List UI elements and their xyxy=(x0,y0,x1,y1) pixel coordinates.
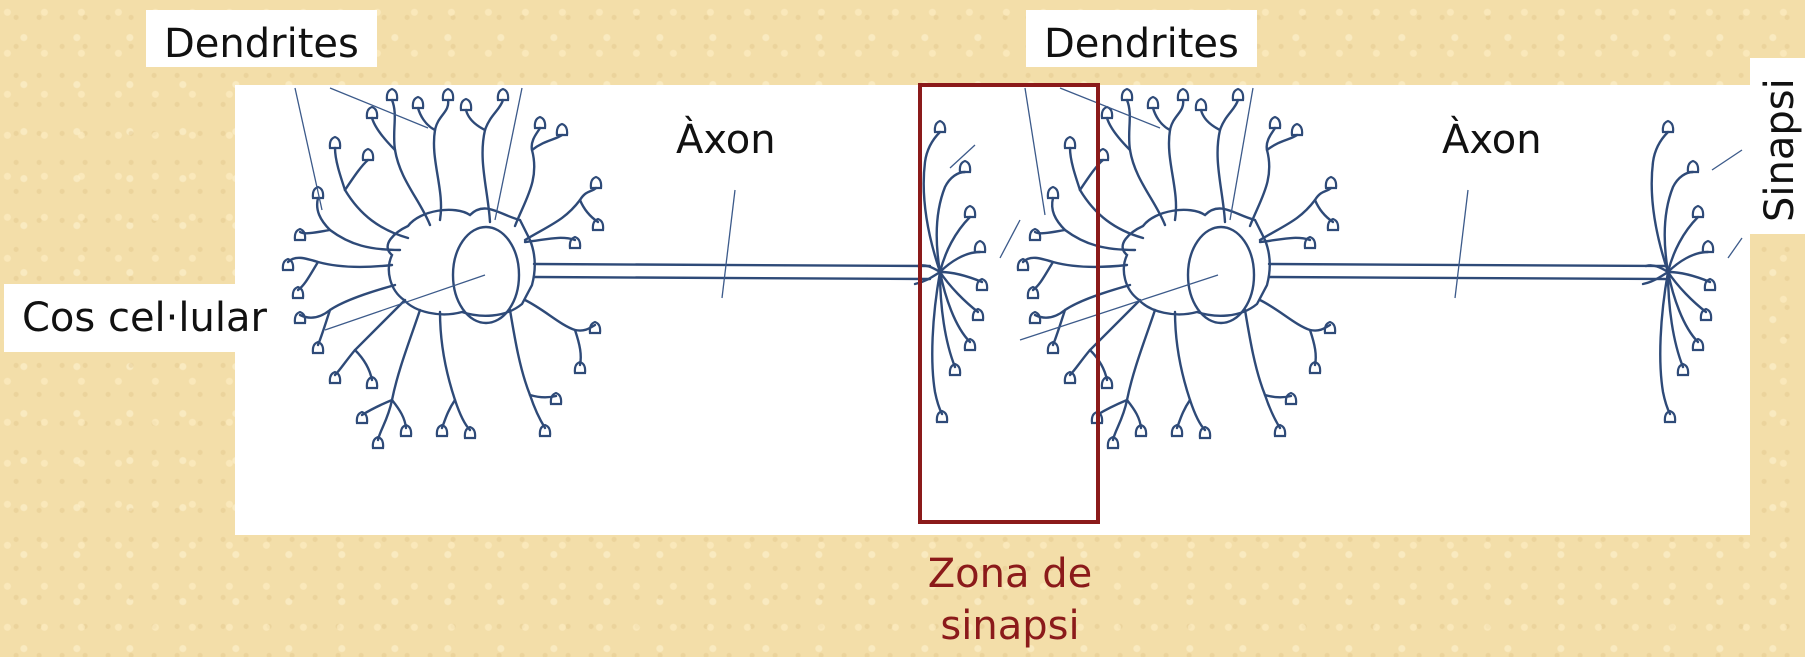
cell-body-label: Cos cel·lular xyxy=(4,284,285,352)
axon-terminal-right xyxy=(1643,121,1715,422)
axon-label-right: Àxon xyxy=(1442,117,1542,163)
dendrites-label-left: Dendrites xyxy=(146,10,377,67)
synapse-zone-label-line1: Zona de xyxy=(927,551,1093,597)
neuron-left xyxy=(283,89,930,448)
leader-lines xyxy=(294,87,1743,341)
neuron-right xyxy=(1018,89,1665,448)
axon-label-left: Àxon xyxy=(676,117,776,163)
synapse-zone-label: Zona de sinapsi xyxy=(900,548,1120,652)
synapse-label: Sinapsi xyxy=(1750,58,1805,234)
neuron-panel-left xyxy=(235,85,930,535)
synapse-zone-label-line2: sinapsi xyxy=(940,603,1080,649)
dendrites-label-right: Dendrites xyxy=(1026,10,1257,67)
synapse-zone-box xyxy=(918,83,1100,524)
